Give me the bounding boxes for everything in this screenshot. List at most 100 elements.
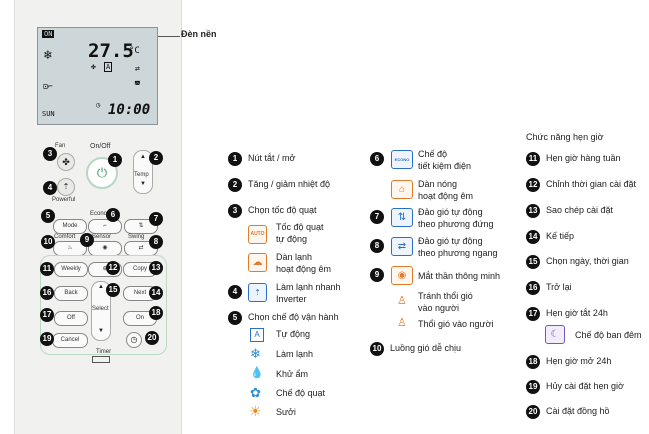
quiet-outdoor-text2: hoạt động êm xyxy=(418,191,474,201)
lcd-time: 10:00 xyxy=(108,102,151,118)
quiet-indoor-text: Dàn lạnh xyxy=(276,252,313,262)
callout-1: 1 xyxy=(108,153,122,167)
temp-up-arrow[interactable]: ▲ xyxy=(140,154,146,160)
legend-num-18: 18 xyxy=(526,355,540,369)
cancel-button[interactable]: Cancel xyxy=(52,333,88,348)
toward-person-icon: ♙ xyxy=(397,317,407,329)
backlight-pointer xyxy=(158,36,180,37)
legend-num-8: 8 xyxy=(370,239,384,253)
quiet-indoor-text2: hoạt động êm xyxy=(276,264,332,274)
select-label: Select xyxy=(92,306,109,312)
callout-11: 11 xyxy=(40,262,54,276)
select-rocker[interactable]: ▲ ▼ xyxy=(91,281,111,341)
legend-text-17: Hẹn giờ tắt 24h xyxy=(546,308,608,318)
legend-num-3: 3 xyxy=(228,204,242,218)
powerful-button[interactable]: ⇡ xyxy=(57,178,75,196)
legend-num-6: 6 xyxy=(370,152,384,166)
callout-12: 12 xyxy=(106,261,120,275)
avoid-person-text: Tránh thổi gió xyxy=(418,291,473,301)
callout-5: 5 xyxy=(41,209,55,223)
quiet-outdoor-text: Dàn nóng xyxy=(418,179,458,189)
legend-num-19: 19 xyxy=(526,380,540,394)
fan-icon: ✤ xyxy=(91,62,96,71)
off-timer-button[interactable]: Off xyxy=(54,311,88,326)
legend-num-14: 14 xyxy=(526,230,540,244)
legend-text-12: Chỉnh thời gian cài đặt xyxy=(546,179,636,189)
legend-text-10: Luồng gió dễ chịu xyxy=(390,343,462,353)
weekly-button[interactable]: Weekly xyxy=(54,262,88,277)
timer-label: Timer xyxy=(96,349,112,355)
droplet-icon: 💧 xyxy=(250,367,264,379)
temp-down-arrow[interactable]: ▼ xyxy=(140,181,146,187)
mode-cool-text: Làm lạnh xyxy=(276,349,314,359)
backlight-label: Đèn nền xyxy=(181,29,217,39)
legend-text-11: Hẹn giờ hàng tuần xyxy=(546,153,621,163)
next-button[interactable]: Next xyxy=(123,286,157,301)
timer-section-title: Chức năng hẹn giờ xyxy=(526,132,604,142)
legend-text-8b: theo phương ngang xyxy=(418,248,498,258)
legend-text-18: Hẹn giờ mở 24h xyxy=(546,356,612,366)
legend-num-20: 20 xyxy=(526,405,540,419)
quiet-indoor-icon: ☁ xyxy=(248,253,267,272)
legend-num-11: 11 xyxy=(526,152,540,166)
callout-10: 10 xyxy=(41,235,55,249)
legend-num-4: 4 xyxy=(228,285,242,299)
callout-15: 15 xyxy=(106,283,120,297)
legend-num-7: 7 xyxy=(370,210,384,224)
legend-text-4: Làm lạnh nhanh xyxy=(276,282,341,292)
mode-button[interactable]: Mode xyxy=(53,219,87,234)
mode-auto-icon: A xyxy=(250,328,264,342)
legend-text-6: Chế độ xyxy=(418,149,448,159)
legend-text-7: Đảo gió tự động xyxy=(418,207,483,217)
temp-label: Temp xyxy=(134,172,149,178)
legend-text-3: Chọn tốc độ quạt xyxy=(248,205,317,215)
legend-text-14: Kế tiếp xyxy=(546,231,575,241)
quiet-outdoor-icon: ⌂ xyxy=(391,180,413,199)
legend-text-6b: tiết kiệm điện xyxy=(418,161,472,171)
mode-heat-text: Sưởi xyxy=(276,407,296,417)
clock-icon: ◷ xyxy=(96,101,101,109)
intelligent-eye-icon: ◉ xyxy=(391,266,413,285)
legend-num-2: 2 xyxy=(228,178,242,192)
fan-auto-icon: AUTO xyxy=(248,225,267,244)
callout-9: 9 xyxy=(80,233,94,247)
mode-dry-text: Khử ẩm xyxy=(276,369,309,379)
legend-text-16: Trở lại xyxy=(546,282,572,292)
legend-num-1: 1 xyxy=(228,152,242,166)
callout-16: 16 xyxy=(40,286,54,300)
legend-num-10: 10 xyxy=(370,342,384,356)
sun-icon: ☀ xyxy=(249,403,262,419)
sensor-label: Sensor xyxy=(92,234,112,240)
select-up-arrow[interactable]: ▲ xyxy=(98,284,104,290)
outdoor-icon: ◚ xyxy=(135,80,140,89)
fan-auto-text2: tự động xyxy=(276,234,308,244)
fan-icon: ✿ xyxy=(250,385,261,400)
powerful-label: Powerful xyxy=(52,197,76,203)
swing-horizontal-icon: ⇄ xyxy=(391,237,413,256)
legend-num-9: 9 xyxy=(370,268,384,282)
callout-19: 19 xyxy=(40,332,54,346)
back-button[interactable]: Back xyxy=(54,286,88,301)
callout-2: 2 xyxy=(149,151,163,165)
econo-button[interactable]: ⌐ xyxy=(88,219,122,234)
legend-num-12: 12 xyxy=(526,178,540,192)
timer-panel xyxy=(40,255,167,355)
fan-auto-text: Tốc độ quạt xyxy=(276,222,324,232)
legend-num-17: 17 xyxy=(526,307,540,321)
lcd-display: ON 27.5 °C ❄ ✤ A ⇄ ⊡⌐ ◚ SUN ◷ 10:00 xyxy=(37,27,158,125)
select-down-arrow[interactable]: ▼ xyxy=(98,328,104,334)
snowflake-icon: ❄ xyxy=(250,346,261,361)
legend-num-16: 16 xyxy=(526,281,540,295)
swing-icon: ⇄ xyxy=(135,64,140,73)
clock-button[interactable]: ◷ xyxy=(126,332,142,348)
fan-button[interactable]: ✤ xyxy=(57,153,75,171)
lcd-unit: °C xyxy=(129,46,140,56)
temp-rocker[interactable]: ▲ ▼ xyxy=(133,150,153,194)
night-mode-text: Chế độ ban đêm xyxy=(575,330,642,340)
lcd-temperature: 27.5 xyxy=(88,40,134,62)
legend-text-1: Nút tắt / mở xyxy=(248,153,296,163)
callout-14: 14 xyxy=(149,286,163,300)
callout-17: 17 xyxy=(40,308,54,322)
legend-text-7b: theo phương đứng xyxy=(418,219,494,229)
legend-num-15: 15 xyxy=(526,255,540,269)
